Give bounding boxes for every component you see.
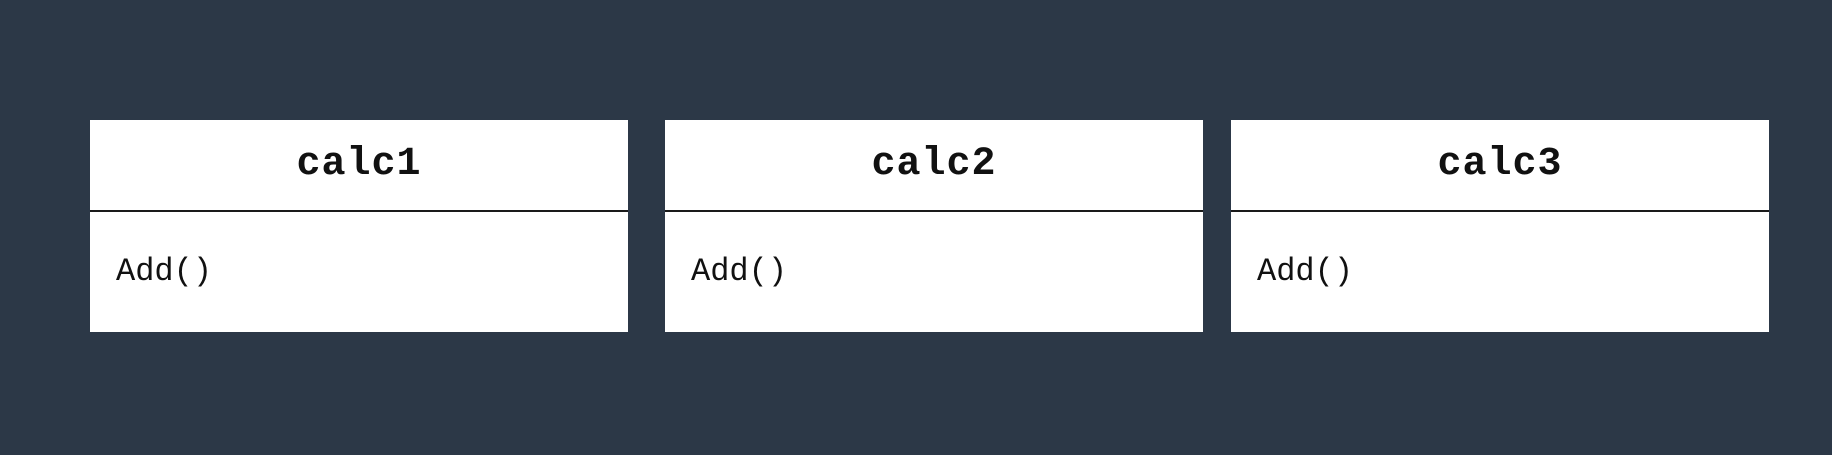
class-name: calc3 <box>1437 142 1563 187</box>
method-label: Add() <box>1257 253 1354 290</box>
method-label: Add() <box>691 253 788 290</box>
class-header: calc2 <box>665 120 1203 212</box>
class-header: calc1 <box>90 120 628 212</box>
class-box-calc3: calc3 Add() <box>1231 120 1769 332</box>
class-box-calc2: calc2 Add() <box>665 120 1203 332</box>
class-name: calc2 <box>871 142 997 187</box>
class-header: calc3 <box>1231 120 1769 212</box>
class-name: calc1 <box>296 142 422 187</box>
class-methods: Add() <box>90 212 628 332</box>
class-methods: Add() <box>1231 212 1769 332</box>
method-label: Add() <box>116 253 213 290</box>
class-methods: Add() <box>665 212 1203 332</box>
class-box-calc1: calc1 Add() <box>90 120 628 332</box>
